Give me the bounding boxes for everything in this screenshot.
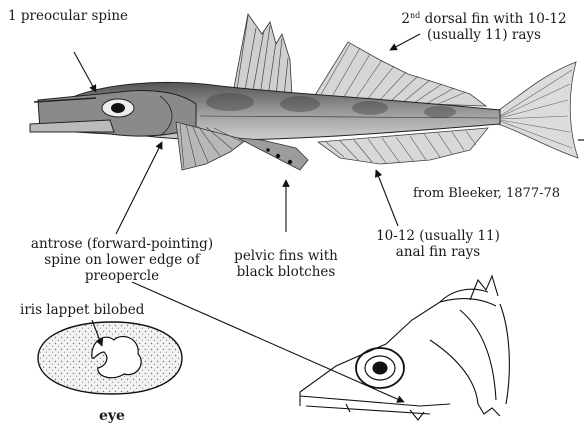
label-second-dorsal-fin: 2nd dorsal fin with 10-12 (usually 11) r… <box>392 8 576 43</box>
eye-caption: eye <box>82 408 142 424</box>
source-credit: from Bleeker, 1877-78 <box>413 186 560 202</box>
arrow-preocular <box>74 52 96 92</box>
pelvic-fin <box>238 138 308 170</box>
dorsal-text: dorsal fin with 10-12 <box>420 11 566 27</box>
pelvic-line1: pelvic fins with <box>224 248 348 264</box>
dorsal-ordinal: 2 <box>401 11 410 27</box>
antrose-line2: spine on lower edge of <box>0 252 244 268</box>
label-anal-fin: 10-12 (usually 11) anal fin rays <box>362 228 514 260</box>
dorsal-ordinal-suffix: nd <box>410 11 420 20</box>
dorsal-text-line2: (usually 11) rays <box>392 27 576 43</box>
label-antrose-spine: antrose (forward-pointing) spine on lowe… <box>0 236 244 284</box>
head-sketch <box>300 276 509 420</box>
label-iris-lappet: iris lappet bilobed <box>20 302 144 318</box>
pelvic-line2: black blotches <box>224 264 348 280</box>
label-pelvic-fins: pelvic fins with black blotches <box>224 248 348 280</box>
arrow-antrose <box>116 142 162 234</box>
antrose-line1: antrose (forward-pointing) <box>0 236 244 252</box>
antrose-line3: preopercle <box>0 268 244 284</box>
arrow-anal <box>376 170 398 226</box>
eye-inset <box>38 322 182 394</box>
label-preocular-spine: 1 preocular spine <box>8 8 128 24</box>
caudal-fin <box>496 62 578 158</box>
anal-line1: 10-12 (usually 11) <box>362 228 514 244</box>
first-dorsal-fin <box>232 14 292 98</box>
anal-line2: anal fin rays <box>362 244 514 260</box>
